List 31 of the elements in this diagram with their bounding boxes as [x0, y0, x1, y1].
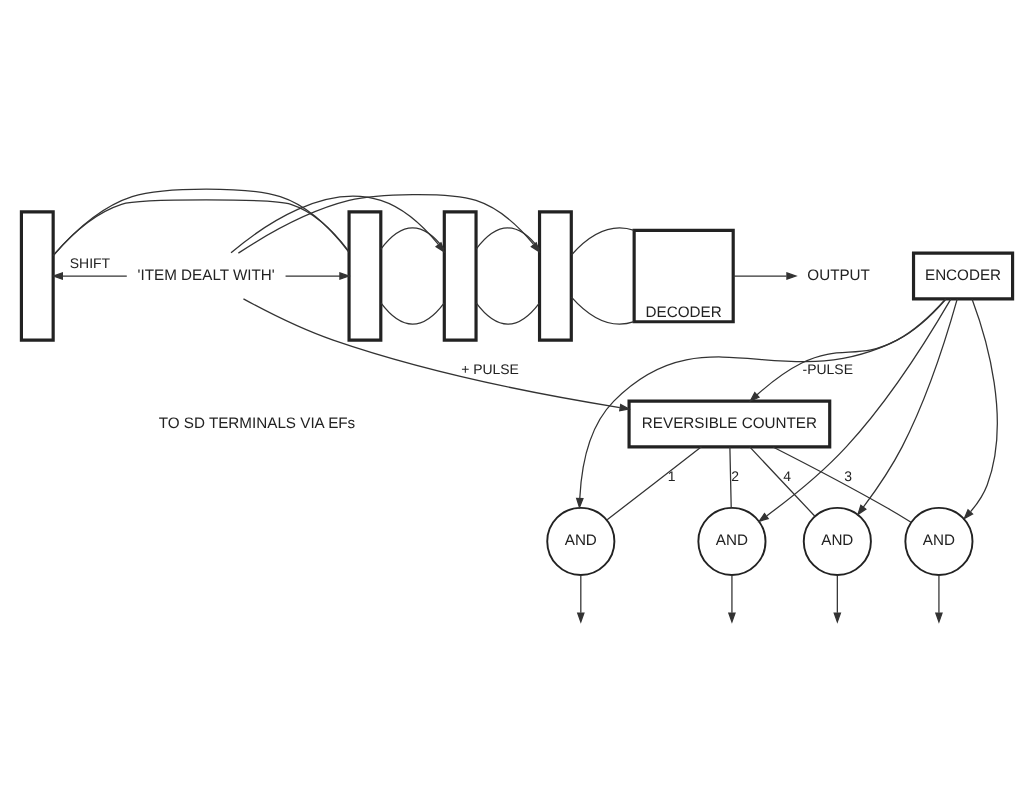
connector [729, 445, 732, 508]
connector [52, 187, 350, 256]
node-bar [537, 209, 573, 341]
arrow [934, 573, 943, 623]
arrow [284, 271, 351, 280]
connector [380, 226, 445, 249]
connector [570, 226, 635, 255]
arrow [732, 271, 798, 280]
connector [475, 301, 540, 324]
arrow [856, 297, 958, 515]
connector [749, 445, 816, 516]
arrow [237, 193, 541, 253]
arrow [242, 297, 631, 411]
connector [772, 445, 912, 522]
arrow [748, 297, 947, 402]
arrow [757, 297, 952, 522]
node-bar [442, 209, 478, 341]
node-bar [347, 209, 383, 341]
connector [606, 445, 703, 520]
arrow [727, 573, 736, 623]
connector [52, 198, 350, 255]
arrow [575, 297, 947, 509]
connector [380, 301, 445, 324]
connector [570, 295, 635, 324]
arrow [963, 297, 998, 519]
arrow [833, 573, 842, 623]
connector [475, 226, 540, 249]
node-bar [19, 209, 55, 341]
arrow [230, 194, 446, 253]
arrow [51, 271, 128, 280]
arrow [576, 573, 585, 623]
